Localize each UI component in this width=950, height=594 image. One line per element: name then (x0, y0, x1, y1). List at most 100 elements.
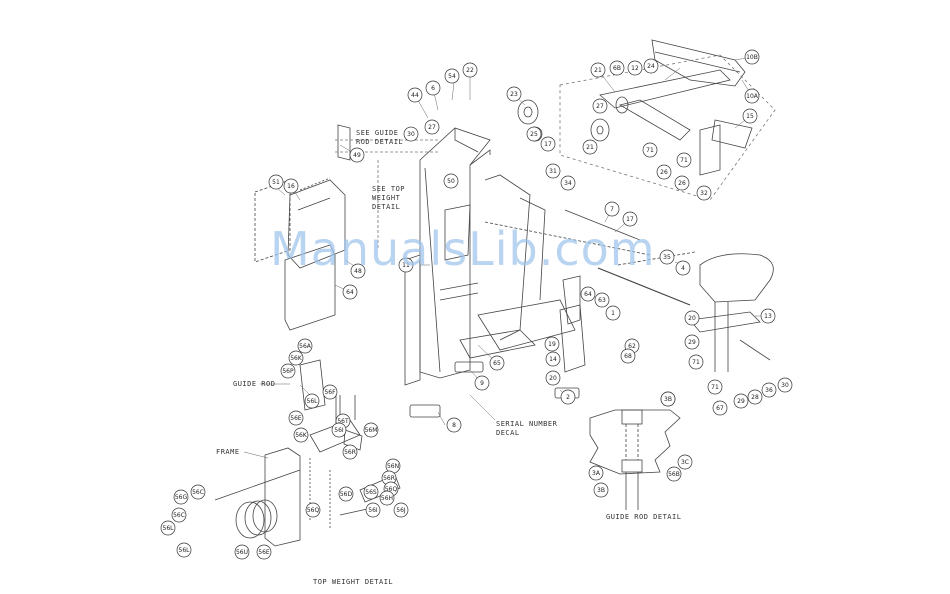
balloon-number: 56C (173, 512, 185, 519)
part-balloon: 2 (560, 389, 576, 405)
part-balloon: 71 (676, 152, 692, 168)
balloon-number: 6 (431, 85, 435, 92)
balloon-number: 64 (346, 289, 354, 296)
balloon-number: 56L (163, 525, 175, 532)
balloon-circle (594, 292, 610, 308)
balloon-circle (560, 175, 576, 191)
balloon-number: 56J (396, 507, 406, 514)
part-balloon: 49 (349, 147, 365, 163)
balloon-circle (760, 308, 776, 324)
part-balloon: 56E (288, 410, 304, 426)
part-balloon: 35 (659, 249, 675, 265)
part-balloon: 15 (742, 108, 758, 124)
balloon-number: 56D (340, 491, 353, 498)
balloon-circle (712, 400, 728, 416)
balloon-number: 29 (737, 398, 745, 405)
part-balloon: 30 (777, 377, 793, 393)
balloon-number: 56I (368, 507, 378, 514)
part-balloon: 11 (398, 257, 414, 273)
balloon-number: 56F (324, 389, 336, 396)
balloon-number: 10A (746, 93, 759, 100)
part-balloon: 21 (582, 139, 598, 155)
balloon-circle (620, 348, 636, 364)
balloon-number: 67 (716, 405, 724, 412)
balloon-circle (350, 263, 366, 279)
balloon-circle (688, 354, 704, 370)
part-balloon: 56I (365, 502, 381, 518)
balloon-circle (560, 389, 576, 405)
balloon-circle (659, 249, 675, 265)
part-balloon: 30 (403, 126, 419, 142)
balloon-number: 71 (692, 359, 700, 366)
part-balloon: 64 (342, 284, 358, 300)
balloon-number: 9 (480, 380, 484, 387)
balloon-number: 44 (411, 92, 419, 99)
part-balloon: 56I (331, 422, 347, 438)
balloon-circle (403, 126, 419, 142)
part-balloon: 10A (744, 88, 760, 104)
part-balloon: 68 (620, 348, 636, 364)
balloon-number: 56C (192, 489, 204, 496)
balloon-number: 56L (179, 547, 191, 554)
balloon-number: 29 (688, 339, 696, 346)
part-balloon: 19 (544, 336, 560, 352)
balloon-circle (474, 375, 490, 391)
balloon-circle (283, 178, 299, 194)
balloon-number: 50 (447, 178, 455, 185)
balloon-circle (675, 260, 691, 276)
balloon-circle (696, 185, 712, 201)
balloon-number: 2 (566, 394, 570, 401)
balloon-circle (365, 502, 381, 518)
part-balloon: 56C (171, 507, 187, 523)
balloon-number: 35 (663, 254, 671, 261)
part-balloon: 71 (642, 142, 658, 158)
balloon-number: 65 (493, 360, 501, 367)
balloon-circle (622, 211, 638, 227)
balloon-number: 62 (628, 343, 636, 350)
balloon-number: 17 (544, 141, 552, 148)
balloon-circle (744, 49, 760, 65)
part-balloon: 67 (712, 400, 728, 416)
part-balloon: 1 (605, 305, 621, 321)
balloon-number: 56Q (307, 507, 320, 514)
balloon-circle (540, 136, 556, 152)
part-balloon: 21 (590, 62, 606, 78)
balloon-circle (398, 257, 414, 273)
balloon-number: 3B (597, 487, 605, 494)
balloon-number: 56N (387, 463, 399, 470)
part-balloon: 24 (643, 58, 659, 74)
note-serial-decal: SERIAL NUMBER DECAL (496, 420, 558, 437)
part-balloon: 56M (363, 422, 379, 438)
balloon-number: 56R (383, 475, 395, 482)
part-balloon: 7 (604, 201, 620, 217)
balloon-circle (173, 489, 189, 505)
balloon-number: 56B (668, 471, 680, 478)
balloon-circle (545, 370, 561, 386)
balloon-circle (407, 87, 423, 103)
balloon-number: 49 (353, 152, 361, 159)
balloon-circle (642, 142, 658, 158)
balloon-circle (322, 384, 338, 400)
note-see-guide-rod: SEE GUIDE ROD DETAIL (356, 129, 404, 146)
part-balloon: 36 (761, 382, 777, 398)
balloon-number: 31 (549, 168, 557, 175)
balloon-circle (489, 355, 505, 371)
balloon-number: 56G (175, 494, 188, 501)
balloon-circle (580, 286, 596, 302)
part-balloon: 56N (385, 458, 401, 474)
balloon-number: 63 (598, 297, 606, 304)
balloon-number: 71 (711, 384, 719, 391)
guide-rod-detail (589, 409, 681, 510)
balloon-number: 24 (647, 63, 655, 70)
watermark: ManualsLib.com (270, 222, 656, 276)
balloon-number: 71 (646, 147, 654, 154)
part-balloon: 26 (674, 175, 690, 191)
balloon-circle (656, 164, 672, 180)
balloon-number: 56Q (385, 486, 398, 493)
part-balloon: 64 (580, 286, 596, 302)
balloon-number: 23 (510, 91, 518, 98)
balloon-number: 17 (626, 216, 634, 223)
balloon-number: 13 (764, 313, 772, 320)
balloon-circle (676, 152, 692, 168)
